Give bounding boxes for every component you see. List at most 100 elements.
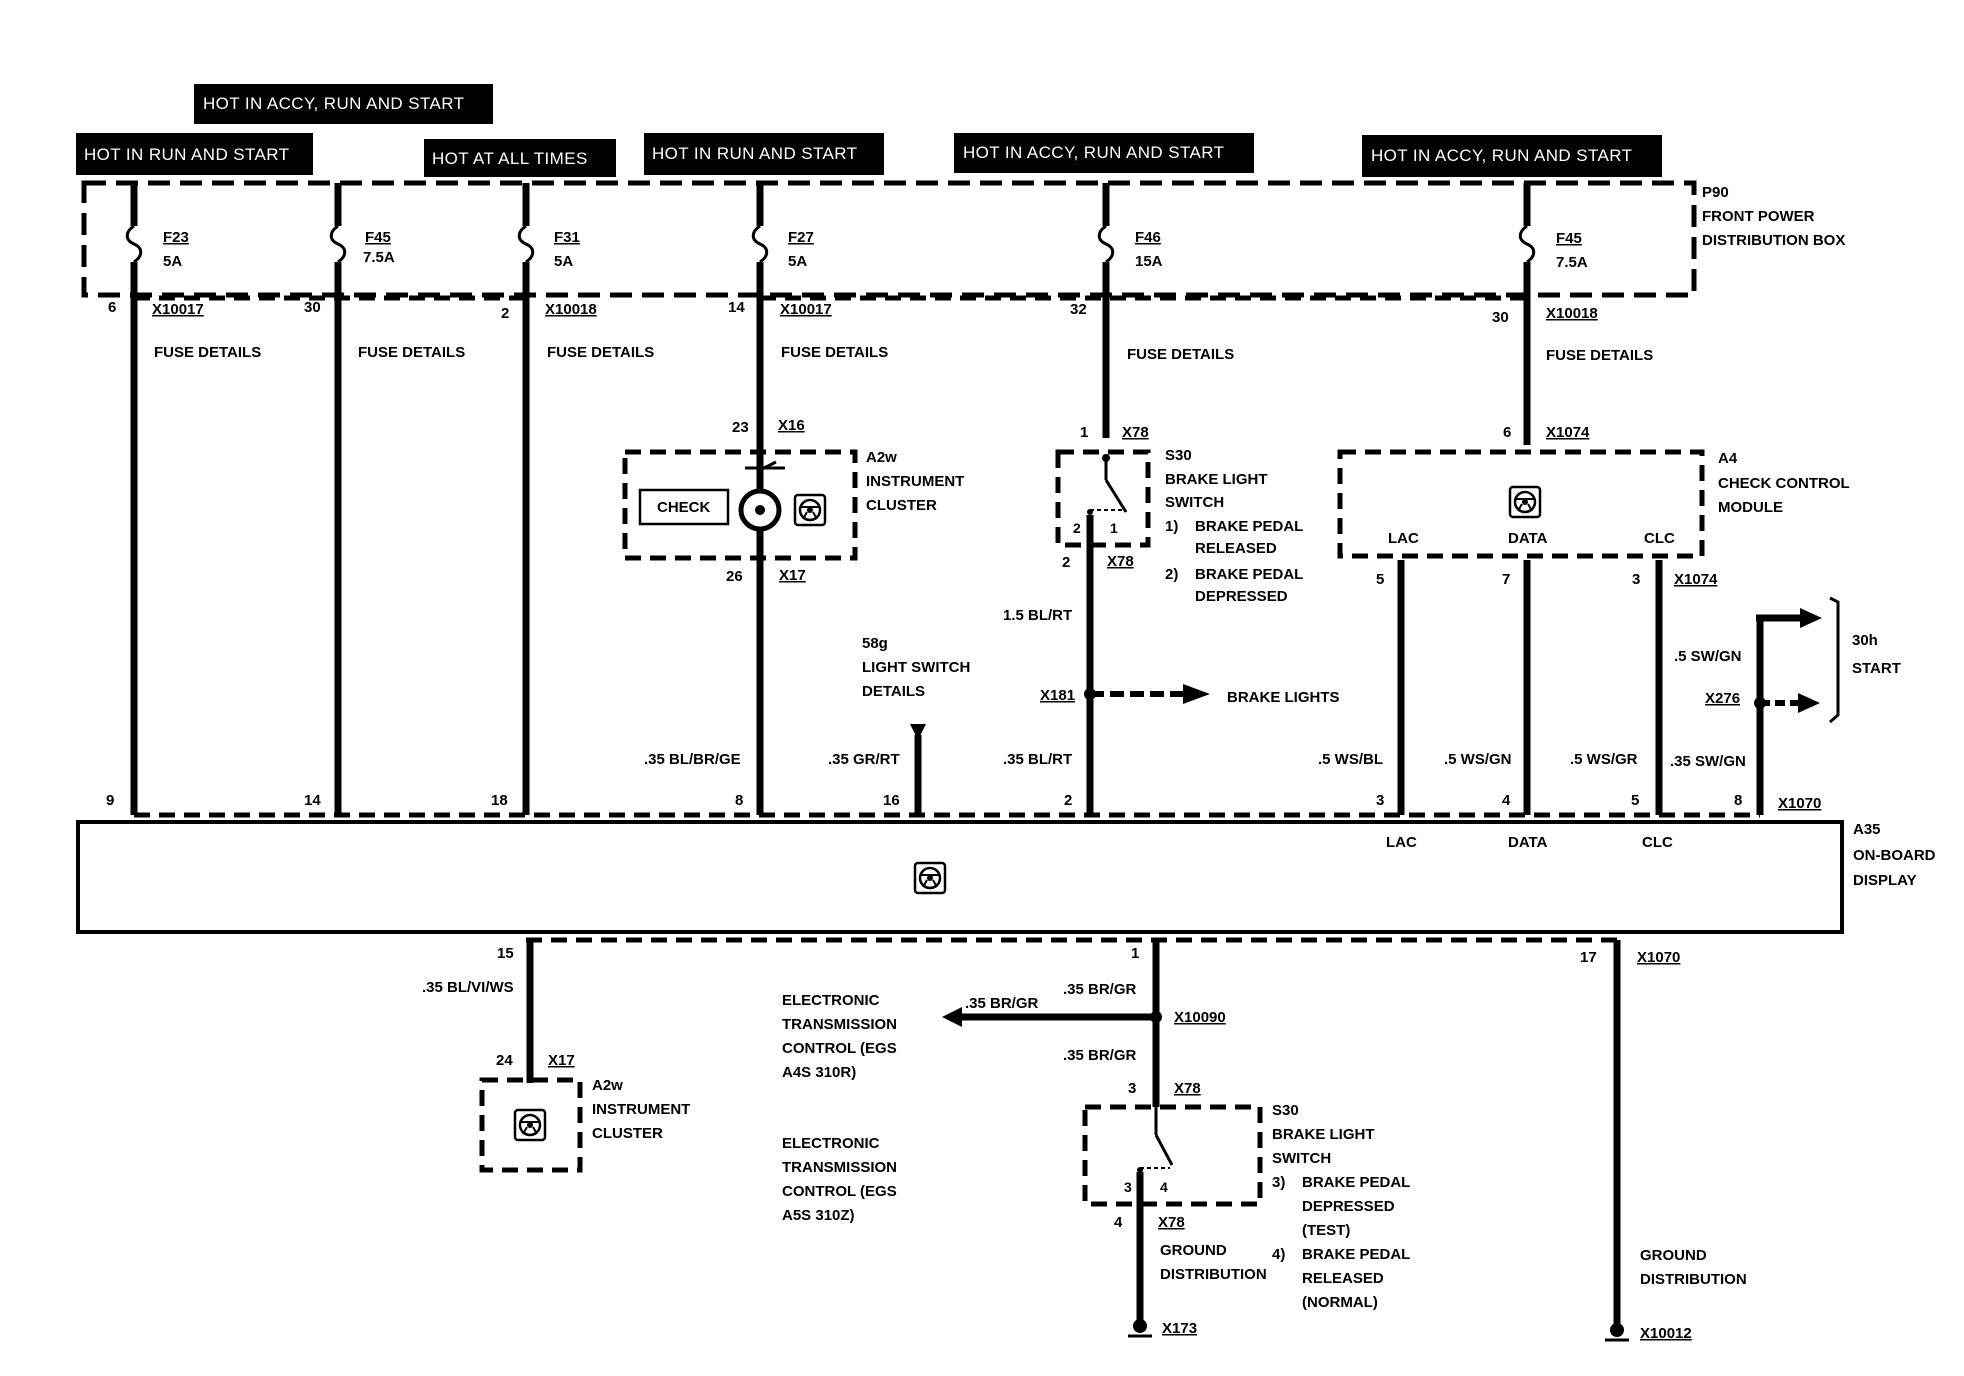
- a35-pin-3: 3: [1376, 792, 1384, 809]
- svg-text:7.5A: 7.5A: [1556, 254, 1588, 271]
- svg-text:5A: 5A: [163, 253, 182, 270]
- pin-2b: 2: [1062, 554, 1070, 571]
- pin-1b: 1: [1131, 945, 1139, 962]
- s30-pin-1: 1: [1110, 520, 1118, 536]
- pin-24: 24: [496, 1052, 513, 1069]
- egs2-label-1: ELECTRONIC: [782, 1135, 880, 1152]
- a2w-ecu-icon: [793, 493, 827, 527]
- p90-distribution-box: [81, 180, 1697, 298]
- fuse-f46: F46 15A: [1097, 224, 1163, 270]
- s30b-pin-4: 4: [1160, 1179, 1168, 1195]
- svg-text:5A: 5A: [788, 253, 807, 270]
- a35-label-2: DISPLAY: [1853, 872, 1917, 889]
- a2w-bottom-ecu-icon: [513, 1108, 547, 1142]
- s30-label-1: BRAKE LIGHT: [1165, 471, 1268, 488]
- connector-x173: X173: [1162, 1320, 1197, 1337]
- fuse-details-2: FUSE DETAILS: [358, 344, 465, 361]
- s30-pin-2: 2: [1073, 520, 1081, 536]
- s30-note-2a: BRAKE PEDAL: [1195, 566, 1303, 583]
- a35-on-board-display: [76, 820, 1844, 934]
- fuse-f45-b: F45 7.5A: [1518, 224, 1588, 271]
- s30-label-2: SWITCH: [1165, 494, 1224, 511]
- svg-text:F45: F45: [1556, 230, 1582, 247]
- s30-note-1-num: 1): [1165, 518, 1178, 535]
- fuse-details-3: FUSE DETAILS: [547, 344, 654, 361]
- fuse-details-1: FUSE DETAILS: [154, 344, 261, 361]
- wire-35-gr-rt: .35 GR/RT: [828, 751, 900, 768]
- s30b-pin-3: 3: [1124, 1179, 1132, 1195]
- a35-pin-9: 9: [106, 792, 114, 809]
- a4-data: DATA: [1508, 530, 1548, 547]
- pin-6b: 6: [1503, 424, 1511, 441]
- svg-text:HOT IN ACCY, RUN AND START: HOT IN ACCY, RUN AND START: [963, 143, 1224, 162]
- a2w-bottom-id: A2w: [592, 1077, 623, 1094]
- wire-5-ws-gr: .5 WS/GR: [1570, 751, 1638, 768]
- a2w-id: A2w: [866, 449, 897, 466]
- pin-3: 3: [1632, 571, 1640, 588]
- banner-hot-in-accy-run-and-start-3: HOT IN ACCY, RUN AND START: [1362, 135, 1662, 177]
- fuse-f31: F31 5A: [517, 224, 580, 270]
- brake-lights-arrow-icon: [1183, 684, 1210, 704]
- egs1-label-3: CONTROL (EGS: [782, 1040, 897, 1057]
- a35-label-1: ON-BOARD: [1853, 847, 1936, 864]
- a2w-bottom-label-2: CLUSTER: [592, 1125, 663, 1142]
- connector-x17-a: X17: [779, 567, 806, 584]
- wire-35-br-gr-2: .35 BR/GR: [1063, 981, 1137, 998]
- s30b-label-2: SWITCH: [1272, 1150, 1331, 1167]
- svg-text:F23: F23: [163, 229, 189, 246]
- egs2-label-3: CONTROL (EGS: [782, 1183, 897, 1200]
- s30b-note-3b: DEPRESSED: [1302, 1198, 1395, 1215]
- pin-30: 30: [304, 299, 321, 316]
- connector-x10018-b: X10018: [1546, 305, 1598, 322]
- egs1-label-2: TRANSMISSION: [782, 1016, 897, 1033]
- pin-6: 6: [108, 299, 116, 316]
- p90-label-2: DISTRIBUTION BOX: [1702, 232, 1845, 249]
- wire-5-sw-gn: .5 SW/GN: [1674, 648, 1742, 665]
- a2w-label-1: INSTRUMENT: [866, 473, 964, 490]
- ground2-label-2: DISTRIBUTION: [1640, 1271, 1747, 1288]
- a2w-bottom-label-1: INSTRUMENT: [592, 1101, 690, 1118]
- wire-35-sw-gn: .35 SW/GN: [1670, 753, 1746, 770]
- wire-5-ws-gn: .5 WS/GN: [1444, 751, 1512, 768]
- connector-x10018-a: X10018: [545, 301, 597, 318]
- connector-x276: X276: [1705, 690, 1740, 707]
- a4-check-control-module: [1337, 449, 1705, 559]
- a4-label-2: MODULE: [1718, 499, 1783, 516]
- a4-ecu-icon: [1508, 485, 1542, 519]
- egs1-label-1: ELECTRONIC: [782, 992, 880, 1009]
- fuse-details-4: FUSE DETAILS: [781, 344, 888, 361]
- a35-pin-8: 8: [735, 792, 743, 809]
- pin-14: 14: [728, 299, 745, 316]
- svg-text:F27: F27: [788, 229, 814, 246]
- svg-text:7.5A: 7.5A: [363, 249, 395, 266]
- s30b-note-4-num: 4): [1272, 1246, 1285, 1263]
- a35-pin-16: 16: [883, 792, 900, 809]
- ground2-label-1: GROUND: [1640, 1247, 1707, 1264]
- banner-hot-at-all-times: HOT AT ALL TIMES: [424, 139, 616, 177]
- connector-x1074-b: X1074: [1674, 571, 1718, 588]
- light-switch-id: 58g: [862, 635, 888, 652]
- light-switch-label-2: DETAILS: [862, 683, 925, 700]
- banner-hot-in-accy-run-and-start-2: HOT IN ACCY, RUN AND START: [954, 133, 1254, 173]
- a2w-label-2: CLUSTER: [866, 497, 937, 514]
- s30-note-2-num: 2): [1165, 566, 1178, 583]
- connector-x78-a: X78: [1122, 424, 1149, 441]
- wire-35-bl-br-ge: .35 BL/BR/GE: [644, 751, 741, 768]
- s30b-note-4a: BRAKE PEDAL: [1302, 1246, 1410, 1263]
- wire-35-bl-vi-ws: .35 BL/VI/WS: [422, 979, 514, 996]
- banner-hot-in-run-and-start-1: HOT IN RUN AND START: [76, 133, 313, 175]
- a2w-instrument-cluster-bottom: [479, 1077, 583, 1173]
- connector-x10017-b: X10017: [780, 301, 832, 318]
- svg-text:HOT IN ACCY, RUN AND START: HOT IN ACCY, RUN AND START: [203, 94, 464, 113]
- ground-icon-x173: [1128, 1319, 1152, 1338]
- s30b-note-3c: (TEST): [1302, 1222, 1350, 1239]
- a35-pin-14: 14: [304, 792, 321, 809]
- fuse-f27: F27 5A: [751, 224, 814, 270]
- brake-lights-label: BRAKE LIGHTS: [1227, 689, 1340, 706]
- a35-id: A35: [1853, 821, 1881, 838]
- pin-30b: 30: [1492, 309, 1509, 326]
- s30-note-1a: BRAKE PEDAL: [1195, 518, 1303, 535]
- light-switch-label-1: LIGHT SWITCH: [862, 659, 970, 676]
- a4-clc: CLC: [1644, 530, 1675, 547]
- s30b-id: S30: [1272, 1102, 1299, 1119]
